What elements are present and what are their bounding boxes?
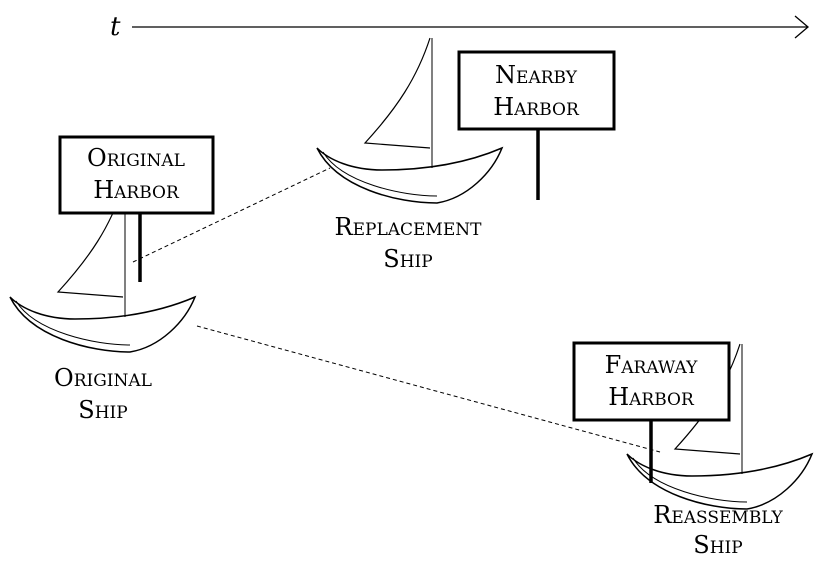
timeline: t: [110, 12, 810, 42]
faraway-harbor-sign: Faraway Harbor: [572, 341, 731, 483]
replacement-ship-label-line1: Replacement: [335, 213, 483, 241]
original-harbor-sign: Original Harbor: [58, 135, 215, 282]
reassembly-ship-label-line2: Ship: [693, 531, 742, 559]
original-harbor-line2: Harbor: [93, 176, 180, 204]
replacement-ship-label-line2: Ship: [383, 245, 432, 273]
original-harbor-board: [58, 135, 215, 215]
faraway-harbor-board: [572, 341, 731, 422]
faraway-harbor-line1: Faraway: [605, 351, 699, 379]
connector-original-to-reassembly: [196, 325, 661, 453]
faraway-harbor-line2: Harbor: [608, 383, 695, 411]
nearby-harbor-sign: Nearby Harbor: [457, 50, 616, 200]
timeline-arrowhead: [794, 15, 810, 39]
nearby-harbor-board: [457, 50, 616, 131]
timeline-label: t: [110, 12, 121, 42]
nearby-harbor-line2: Harbor: [493, 93, 580, 121]
connector-original-to-replacement: [132, 167, 331, 263]
original-harbor-line1: Original: [87, 144, 185, 172]
reassembly-ship-label-line1: Reassembly: [653, 501, 783, 529]
original-ship-label-line2: Ship: [78, 396, 127, 424]
nearby-harbor-line1: Nearby: [495, 61, 578, 89]
original-ship-label-line1: Original: [54, 364, 152, 392]
